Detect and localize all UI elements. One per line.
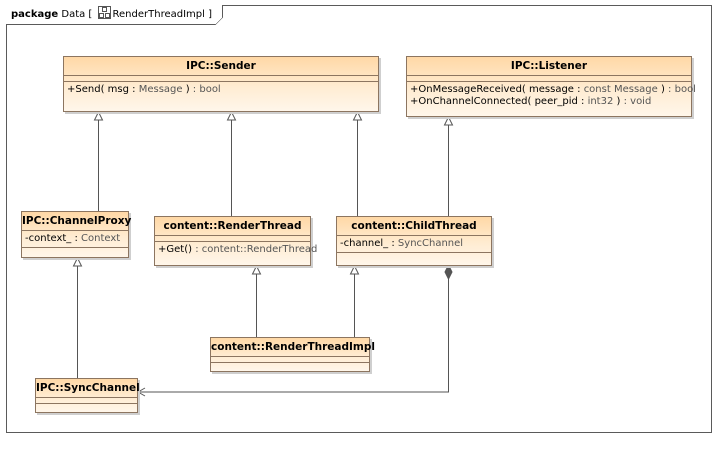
generalization-arrowhead [72, 256, 83, 267]
class-ipc-channel-proxy[interactable]: IPC::ChannelProxy -context_ : Context [21, 211, 131, 258]
operations-compartment: +Get() : content::RenderThread [155, 242, 318, 258]
operations-compartment: +Send( msg : Message ) : bool [64, 82, 378, 98]
attributes-compartment [155, 236, 310, 242]
attributes-compartment [36, 398, 137, 404]
class-diagram-icon [97, 6, 111, 19]
class-ipc-sync-channel[interactable]: IPC::SyncChannel [35, 378, 140, 413]
generalization-arrowhead [226, 110, 237, 121]
attribute: -channel_ : SyncChannel [340, 238, 464, 249]
frame-header: package Data [ RenderThreadImpl ] [6, 5, 223, 25]
operation: +OnMessageReceived( message : const Mess… [410, 84, 696, 95]
operations-compartment [36, 404, 137, 409]
class-content-child-thread[interactable]: content::ChildThread -channel_ : SyncCha… [336, 216, 492, 266]
operations-compartment: +OnMessageReceived( message : const Mess… [407, 82, 696, 110]
attributes-compartment: -channel_ : SyncChannel [337, 236, 491, 253]
class-content-render-thread-impl[interactable]: content::RenderThreadImpl [210, 337, 375, 372]
composition-diamond [444, 263, 453, 281]
attributes-compartment [407, 76, 691, 82]
operation: +OnChannelConnected( peer_pid : int32 ) … [410, 96, 652, 107]
class-name: IPC::Listener [407, 57, 691, 76]
generalization-arrowhead [349, 264, 360, 275]
generalization-arrowhead [251, 264, 262, 275]
operation: +Get() : content::RenderThread [158, 244, 318, 255]
attributes-compartment: -context_ : Context [22, 231, 128, 248]
attributes-compartment [64, 76, 378, 82]
class-ipc-sender[interactable]: IPC::Sender +Send( msg : Message ) : boo… [63, 56, 379, 112]
operations-compartment [22, 248, 128, 253]
class-name: IPC::ChannelProxy [22, 212, 131, 231]
class-name: IPC::SyncChannel [36, 379, 140, 398]
generalization-arrowhead [93, 110, 104, 121]
generalization-arrowhead [443, 115, 454, 126]
generalization-arrowhead [352, 110, 363, 121]
class-name: content::RenderThread [155, 217, 310, 236]
operation: +Send( msg : Message ) : bool [67, 84, 221, 95]
frame-keyword: package [11, 9, 59, 20]
attributes-compartment [211, 357, 369, 363]
navigability-arrowhead [136, 387, 146, 397]
attribute: -context_ : Context [25, 233, 121, 244]
diagram-frame [6, 5, 712, 433]
operations-compartment [211, 363, 369, 368]
composition-line [138, 279, 449, 393]
class-ipc-listener[interactable]: IPC::Listener +OnMessageReceived( messag… [406, 56, 696, 117]
frame-package-name: Data [ [61, 9, 93, 20]
class-name: content::ChildThread [337, 217, 491, 236]
frame-diagram-name: RenderThreadImpl ] [112, 9, 212, 20]
class-content-render-thread[interactable]: content::RenderThread +Get() : content::… [154, 216, 318, 266]
operations-compartment [337, 253, 491, 258]
class-name: IPC::Sender [64, 57, 378, 76]
class-name: content::RenderThreadImpl [211, 338, 375, 357]
